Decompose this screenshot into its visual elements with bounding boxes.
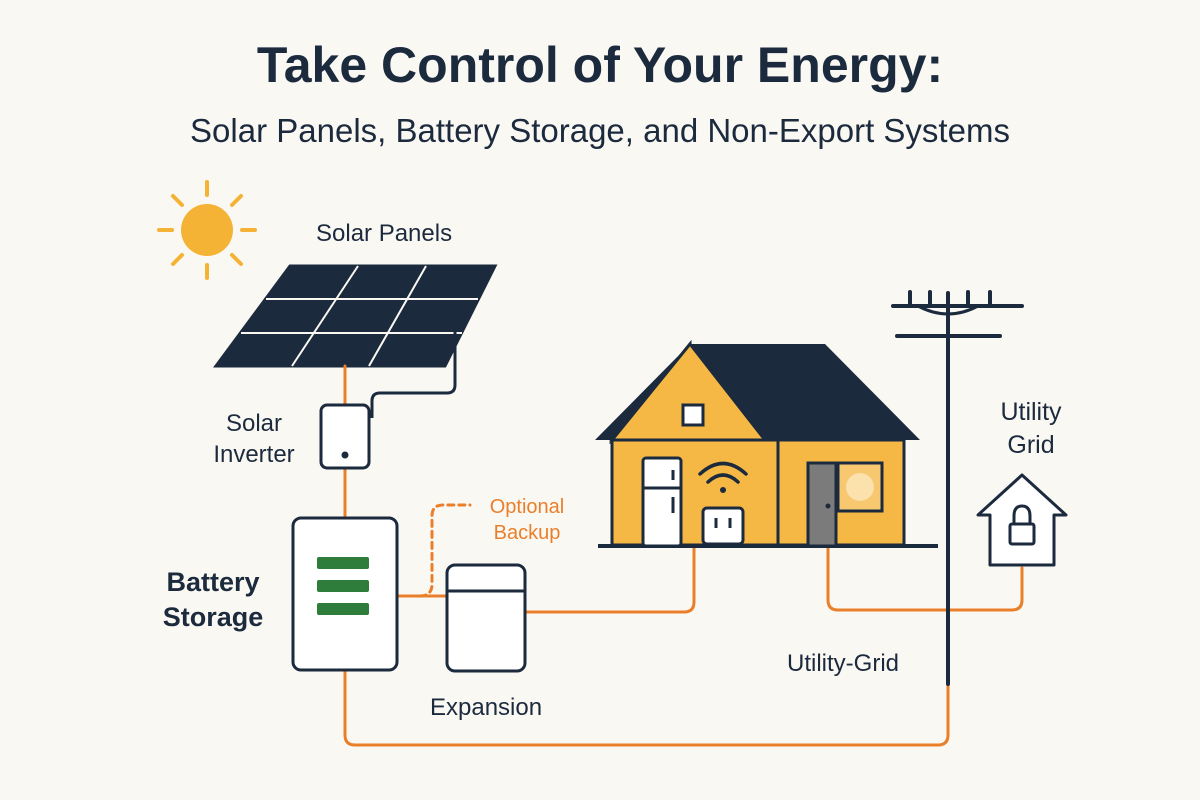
battery-storage-icon: [291, 516, 399, 672]
utility-grid-bottom-label: Utility-Grid: [787, 650, 899, 677]
grid-house-lock-icon: [976, 473, 1068, 567]
battery-storage-label: Battery Storage: [148, 565, 278, 635]
wifi-icon: [698, 461, 748, 493]
refrigerator-icon: [641, 456, 683, 548]
page-title: Take Control of Your Energy:: [256, 37, 944, 93]
solar-inverter-label-line2: Inverter: [213, 441, 295, 469]
battery-storage-label-line1: Battery: [166, 567, 260, 597]
solar-inverter-label-line1: Solar: [225, 410, 283, 437]
optional-backup-label-line2: Backup: [493, 522, 561, 544]
solar-inverter-icon: [319, 403, 371, 470]
door-icon: [806, 461, 838, 548]
expansion-label: Expansion: [430, 694, 543, 721]
page-subtitle: Solar Panels, Battery Storage, and Non-E…: [190, 112, 1010, 149]
utility-grid-label: Utility Grid: [986, 396, 1076, 461]
battery-storage-label-line2: Storage: [162, 602, 264, 633]
optional-backup-line: [418, 503, 472, 598]
power-wires: [343, 364, 1024, 747]
optional-backup-label: Optional Backup: [477, 494, 577, 546]
expansion-battery-icon: [445, 563, 527, 673]
lit-window-icon: [836, 461, 884, 513]
solar-panel-icon: [213, 264, 498, 368]
solar-inverter-label: Solar Inverter: [204, 408, 304, 470]
utility-grid-label-line2: Grid: [1007, 430, 1055, 459]
optional-backup-label-line1: Optional: [489, 496, 565, 518]
solar-panels-label: Solar Panels: [316, 220, 453, 247]
sun-icon: [157, 180, 257, 280]
utility-pole-icon: [891, 290, 1024, 686]
house-icon: [595, 339, 938, 548]
power-outlet-icon: [701, 506, 745, 546]
panel-to-inverter-cable: [370, 330, 457, 418]
utility-grid-label-line1: Utility: [1000, 398, 1062, 426]
